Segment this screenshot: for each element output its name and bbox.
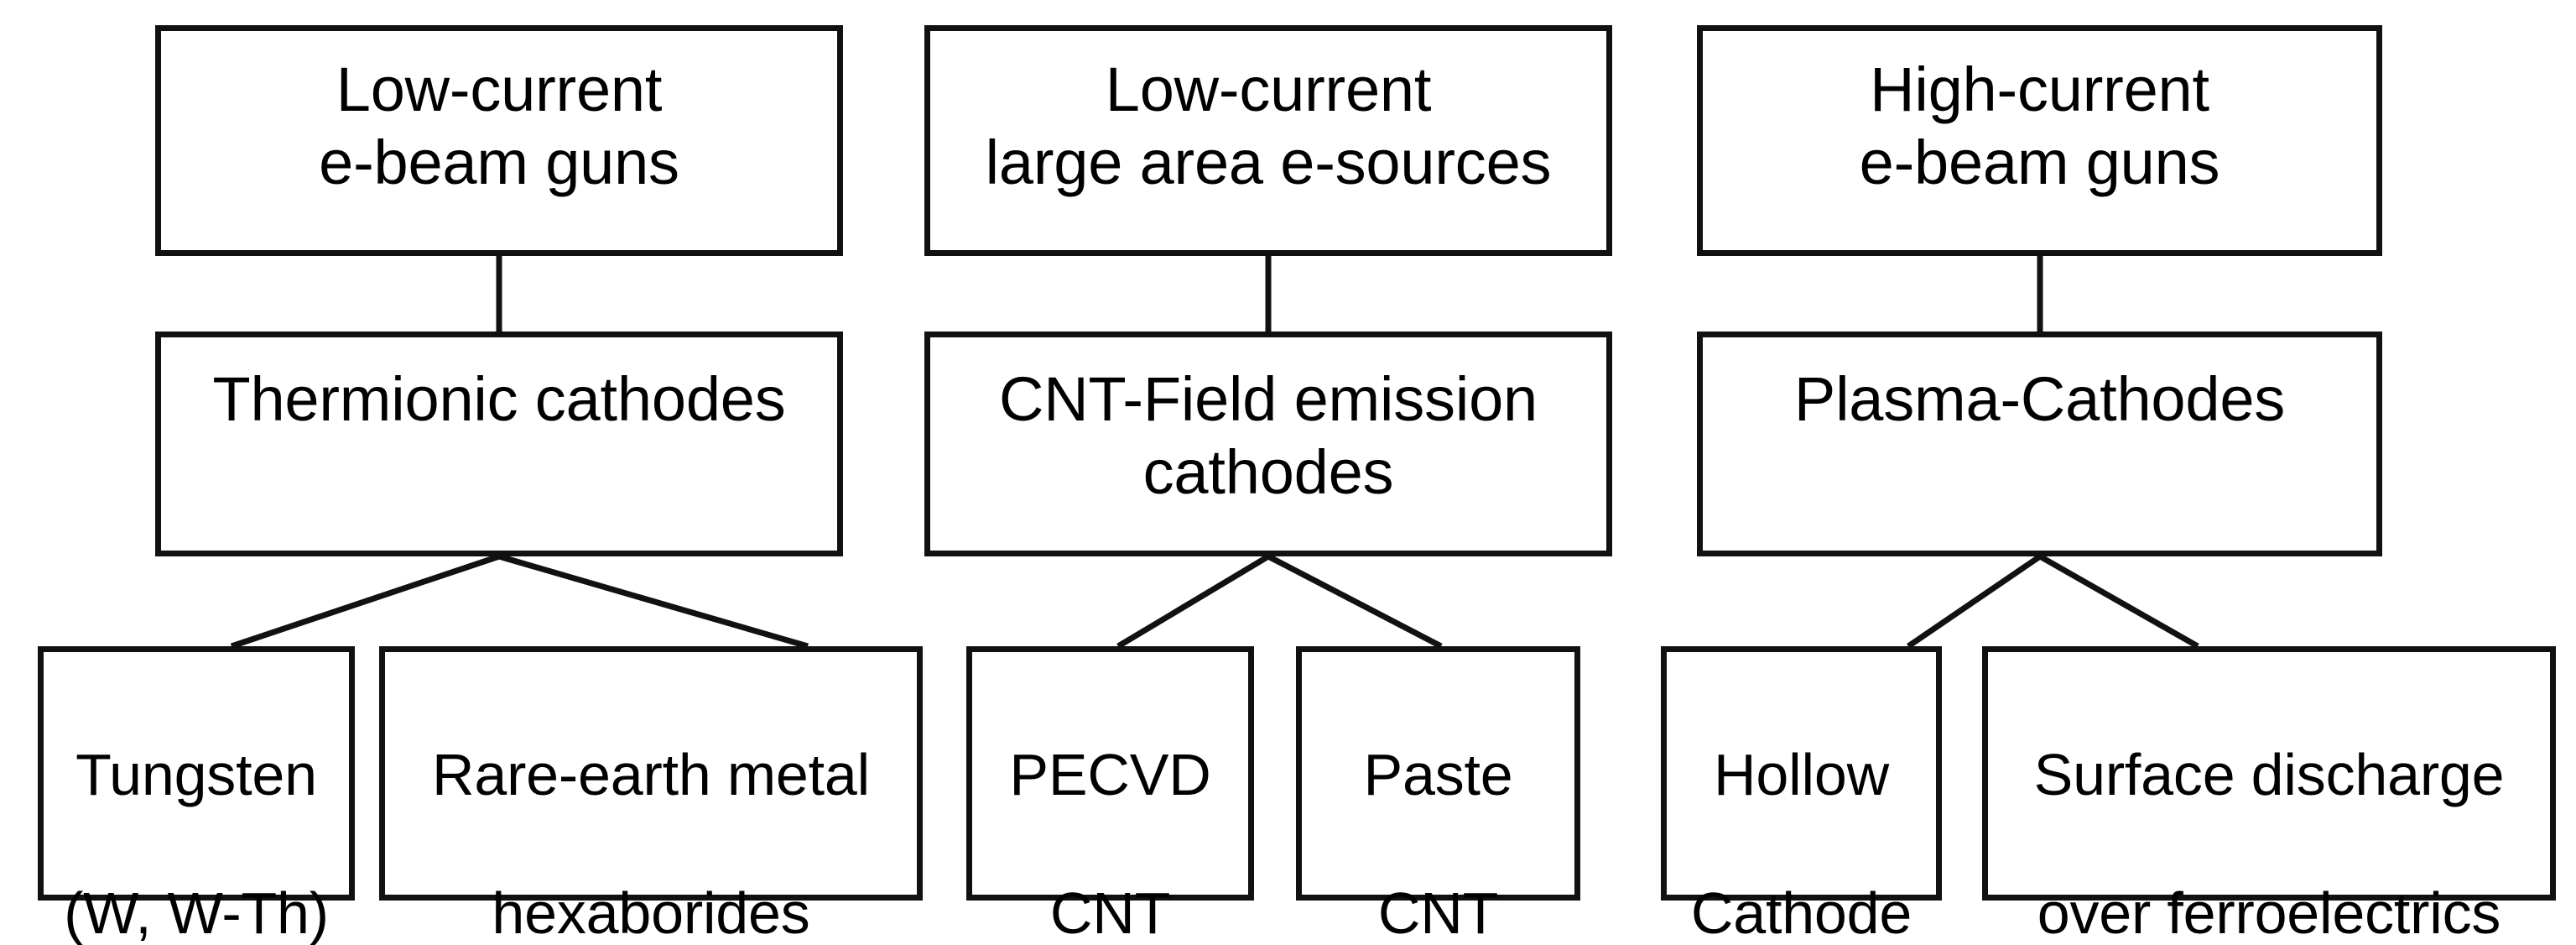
node-label: Rare-earth metal hexaborides (LaB6, CeB6… <box>432 671 870 945</box>
node-label: Low-current e-beam guns <box>319 55 679 198</box>
node-label-line-2: CNT <box>1049 880 1171 945</box>
node-plasma-cathodes[interactable]: Plasma-Cathodes <box>1697 332 2382 556</box>
node-label-line-1: Tungsten <box>75 741 317 807</box>
node-label: Surface discharge over ferroelectrics <box>2034 671 2505 945</box>
node-label-line-2: hexaborides <box>492 880 810 945</box>
node-low-current-large-area-e-sources[interactable]: Low-current large area e-sources <box>924 25 1612 256</box>
connector-col2-fork-right <box>1267 553 1443 650</box>
node-hollow-cathode[interactable]: Hollow Cathode <box>1661 646 1942 945</box>
node-label-line-2: Cathode <box>1690 880 1912 945</box>
node-label: Plasma-Cathodes <box>1793 364 2286 434</box>
node-label: Thermionic cathodes <box>212 364 786 434</box>
node-label: CNT-Field emission cathodes <box>999 364 1538 508</box>
node-label-line-1: PECVD <box>1009 741 1211 807</box>
node-label: High-current e-beam guns <box>1859 55 2220 198</box>
node-paste-cnt[interactable]: Paste CNT <box>1296 646 1580 945</box>
node-label-line-2: (W, W-Th) <box>64 880 329 945</box>
node-thermionic-cathodes[interactable]: Thermionic cathodes <box>155 332 843 556</box>
node-label-line-2: over ferroelectrics <box>2037 880 2501 945</box>
node-label-line-2: CNT <box>1377 880 1499 945</box>
node-rare-earth-hexaborides[interactable]: Rare-earth metal hexaborides (LaB6, CeB6… <box>379 646 923 945</box>
node-label: PECVD CNT <box>1009 671 1210 945</box>
connector-col1-fork-left <box>230 553 501 650</box>
connector-col2-fork-left <box>1116 553 1270 650</box>
node-surface-discharge-over-ferroelectrics[interactable]: Surface discharge over ferroelectrics <box>1982 646 2556 945</box>
connector-col3-fork-right <box>2038 553 2199 650</box>
node-high-current-ebeam-guns[interactable]: High-current e-beam guns <box>1697 25 2382 256</box>
node-tungsten[interactable]: Tungsten (W, W-Th) <box>38 646 355 945</box>
node-label: Tungsten (W, W-Th) <box>64 671 329 945</box>
node-label: Low-current large area e-sources <box>985 55 1552 198</box>
node-pecvd-cnt[interactable]: PECVD CNT <box>966 646 1254 945</box>
node-label: Hollow Cathode <box>1691 671 1912 945</box>
node-label-line-1: Paste <box>1363 741 1513 807</box>
connector-col3-fork-left <box>1907 554 2042 649</box>
node-label-line-1: Surface discharge <box>2033 741 2505 807</box>
node-low-current-ebeam-guns[interactable]: Low-current e-beam guns <box>155 25 843 256</box>
connector-col1-fork-right <box>498 553 809 650</box>
node-label-line-1: Rare-earth metal <box>431 741 870 807</box>
node-label-line-1: Hollow <box>1714 741 1889 807</box>
node-label: Paste CNT <box>1364 671 1513 945</box>
node-cnt-field-emission-cathodes[interactable]: CNT-Field emission cathodes <box>924 332 1612 556</box>
